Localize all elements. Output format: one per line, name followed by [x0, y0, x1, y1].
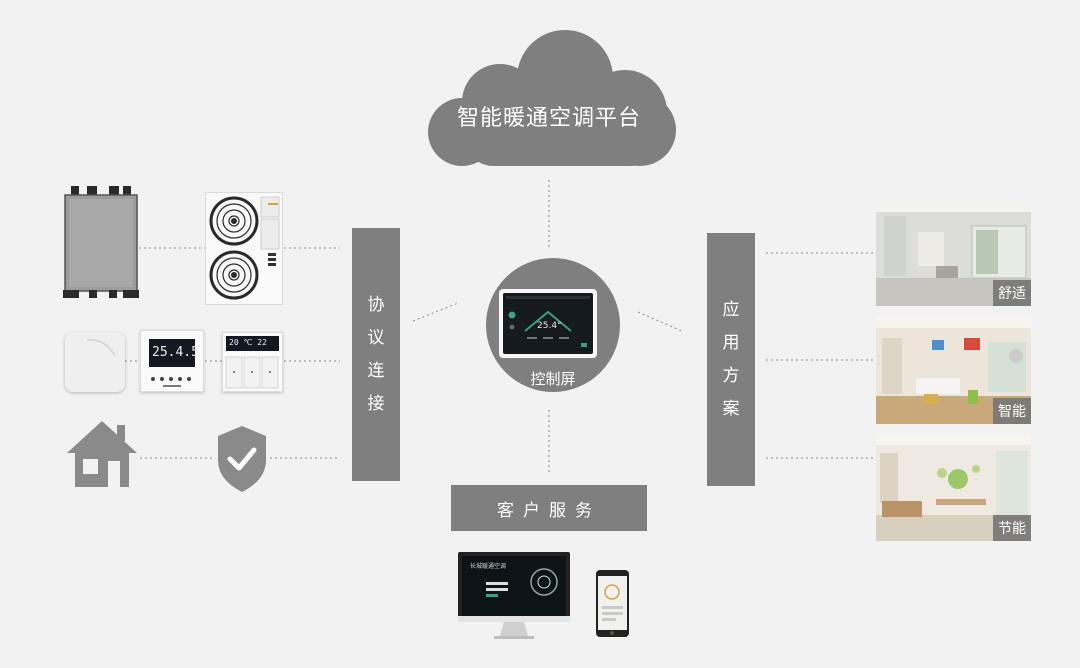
thermostat-panel-b: 20 ℃ 22 [222, 332, 283, 392]
solution-char: 用 [722, 332, 740, 353]
line-protocol-center [412, 302, 459, 322]
fan-grille-graphic [209, 196, 280, 300]
room-tag-smart: 智能 [993, 398, 1031, 424]
room-photo-comfort: 舒适 [876, 198, 1031, 306]
cloud-icon [428, 30, 676, 166]
room-photo-smart: 智能 [876, 316, 1031, 424]
room-tag-energy-saving: 节能 [993, 515, 1031, 541]
monitor-graphic [458, 552, 570, 639]
ac-outdoor-unit [205, 192, 283, 305]
screen-temperature: 25.4° [537, 321, 562, 331]
desktop-monitor: 长城暖通空调 [458, 552, 570, 640]
thermostat-b-display: 20 ℃ 22 [226, 336, 279, 351]
control-screen-display: 25.4° [503, 293, 593, 354]
protocol-char: 连 [367, 360, 385, 381]
sensor-detail-graphic [86, 338, 116, 357]
solution-char: 应 [722, 299, 740, 320]
monitor-title: 长城暖通空调 [470, 563, 507, 570]
shield-check-icon [218, 426, 266, 492]
thermostat-b-keys [225, 356, 279, 389]
thermostat-a-display: 25.4.5 [149, 339, 199, 367]
protocol-char: 议 [367, 327, 385, 348]
thermostat-panel-a: 25.4.5 [140, 330, 204, 392]
control-screen-device: 25.4° [499, 289, 597, 358]
application-solution-bar: 应 用 方 案 [707, 233, 755, 486]
house-icon [67, 421, 137, 487]
thermostat-a-buttons [151, 377, 191, 387]
solution-char: 方 [722, 365, 740, 386]
line-center-solution [637, 311, 683, 332]
solution-char: 案 [722, 398, 740, 419]
smartphone [596, 570, 629, 637]
protocol-connection-bar: 协 议 连 接 [352, 228, 400, 481]
protocol-char: 协 [367, 294, 385, 315]
hrv-unit-device [63, 186, 139, 298]
control-screen-label: 控制屏 [530, 370, 576, 388]
room-photo-energy-saving: 节能 [876, 433, 1031, 541]
screen-ui-graphic [506, 296, 590, 347]
protocol-char: 接 [367, 393, 385, 414]
customer-service-bar: 客户服务 [451, 485, 647, 531]
cloud-platform-label: 智能暖通空调平台 [456, 106, 641, 131]
room-tag-comfort: 舒适 [993, 280, 1031, 306]
sensor-device [65, 332, 125, 392]
